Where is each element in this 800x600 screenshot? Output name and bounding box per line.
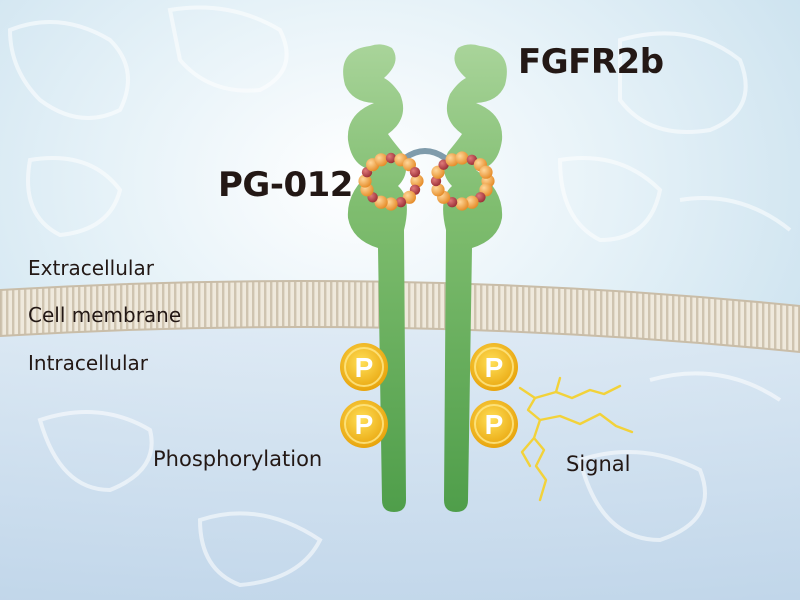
phospho-label: P xyxy=(355,409,374,440)
phospho-left-upper: P xyxy=(340,343,388,391)
phospho-label: P xyxy=(485,352,504,383)
molecule-bead-orange xyxy=(410,174,424,188)
phospho-label: P xyxy=(355,352,374,383)
molecule-bead-orange xyxy=(431,183,445,197)
molecule-bead-red xyxy=(385,152,397,164)
intracellular-label: Intracellular xyxy=(28,351,149,375)
phospho-right-upper: P xyxy=(470,343,518,391)
molecule-linker xyxy=(402,148,448,161)
molecule-left-ring xyxy=(358,152,424,211)
extracellular-label: Extracellular xyxy=(28,256,154,280)
phospho-groups: P P P P xyxy=(340,343,518,448)
molecule-bead-orange xyxy=(402,190,416,204)
molecule-bead-orange xyxy=(358,174,372,188)
molecule-bead-orange xyxy=(455,151,469,165)
receptor-label: FGFR2b xyxy=(518,42,664,82)
drug-label: PG-012 xyxy=(218,165,353,205)
molecule-right-ring xyxy=(430,151,495,211)
phospho-label: P xyxy=(485,409,504,440)
membrane-label: Cell membrane xyxy=(28,303,182,327)
molecule-bead-orange xyxy=(384,197,398,211)
molecule-bead-orange xyxy=(445,153,459,167)
molecule-bead-orange xyxy=(455,197,469,211)
water-caustics xyxy=(7,5,792,588)
molecule-bead-orange xyxy=(374,153,388,167)
molecule-bead-red xyxy=(409,167,421,178)
pg-012-molecule xyxy=(358,148,495,211)
molecule-bead-orange xyxy=(479,165,493,179)
signal-lightning xyxy=(518,376,634,502)
signal-label: Signal xyxy=(566,452,631,476)
phospho-left-lower: P xyxy=(340,400,388,448)
molecule-bead-orange xyxy=(374,195,388,209)
phospho-right-lower: P xyxy=(470,400,518,448)
phosphorylation-label: Phosphorylation xyxy=(153,447,323,471)
molecule-bead-red xyxy=(395,197,407,208)
molecule-bead-orange xyxy=(465,195,479,209)
